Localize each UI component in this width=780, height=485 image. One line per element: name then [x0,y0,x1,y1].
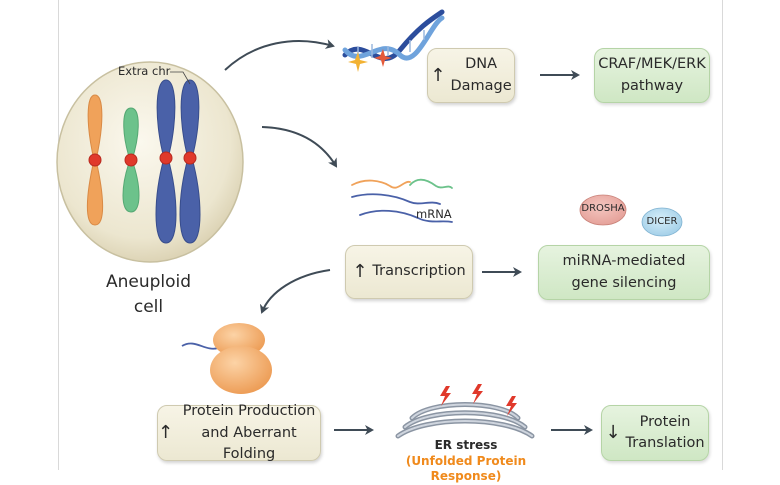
cell-name: Aneuploid cell [96,270,201,319]
frame-right-line [722,0,723,470]
arrow-transcription-to-ribosome [259,269,331,314]
craf-line2: pathway [620,77,684,94]
frame-left-line [58,0,59,470]
green-chromosome [122,107,140,213]
mirna-silencing-box: miRNA-mediated gene silencing [538,245,710,300]
craf-pathway-box: CRAF/MEK/ERK pathway [594,48,710,103]
translation-line1: Protein [639,413,691,430]
orange-chromosome [86,94,104,226]
up-arrow-icon: ↑ [430,64,446,86]
dna-damage-line1: DNA [465,56,498,73]
up-arrow-icon: ↑ [158,422,174,443]
aneuploidy-diagram: Extra chr Aneuploid cell mRNA DROSHA DIC… [56,0,723,483]
aneuploid-cell-body [56,61,244,263]
protein-production-line1: Protein Production [182,403,316,420]
blue-chromosome-1 [155,79,177,244]
dna-damage-line2: Damage [450,77,512,94]
er-stress-label: ER stress (Unfolded Protein Response) [380,438,552,485]
drosha-protein [579,194,627,226]
arrow-cell-to-dna [224,39,335,71]
mrna-label: mRNA [416,207,452,221]
arrow-cell-to-transcripts [261,126,338,168]
down-arrow-icon: ↓ [605,422,621,443]
stress-bolts [440,384,517,416]
protein-production-box: ↑ Protein Production and Aberrant Foldin… [157,403,321,462]
dicer-protein [641,207,683,237]
er-membrane [395,402,535,439]
transcript-lines [351,178,453,223]
mirna-line1: miRNA-mediated [562,253,686,270]
blue-chromosome-extra [179,79,201,244]
dna-damage-box: ↑ DNA Damage [427,48,515,103]
cell-name-line2: cell [133,296,164,317]
up-arrow-icon: ↑ [352,261,368,282]
upr-label: (Unfolded Protein Response) [405,453,527,484]
extra-chr-leader [170,71,191,85]
ribosome [181,323,272,394]
diagram-graphics [56,9,683,439]
transcription-label: Transcription [372,263,466,280]
mirna-line2: gene silencing [571,274,677,291]
extra-chr-label: Extra chr [118,64,171,78]
craf-line1: CRAF/MEK/ERK [598,56,706,73]
protein-translation-box: ↓ Protein Translation [601,405,709,461]
er-stress-title: ER stress [434,438,498,452]
protein-production-line2: and Aberrant Folding [201,424,297,462]
flow-arrows [224,39,593,435]
transcription-box: ↑ Transcription [345,245,473,299]
translation-line2: Translation [625,435,705,451]
cell-name-line1: Aneuploid [105,272,192,292]
drosha-label: DROSHA [581,203,625,214]
dicer-label: DICER [646,216,678,227]
dna-helix [342,9,445,72]
